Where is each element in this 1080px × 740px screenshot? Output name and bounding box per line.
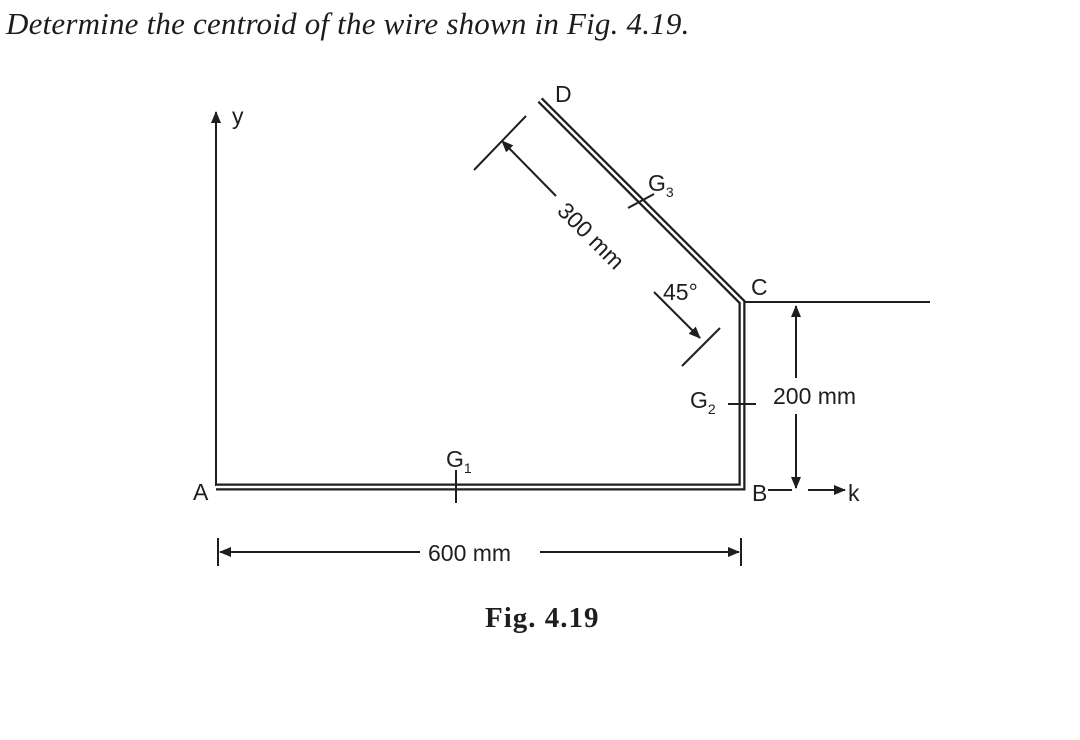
figure-caption: Fig. 4.19 (485, 602, 600, 634)
x-axis-label: k (848, 480, 860, 506)
dimension-ab-label: 600 mm (428, 540, 511, 566)
dimension-ab (217, 538, 742, 566)
problem-statement: Determine the centroid of the wire shown… (6, 6, 690, 41)
angle-label: 45° (663, 279, 698, 305)
point-b-label: B (752, 480, 767, 506)
point-d-label: D (555, 81, 572, 107)
dimension-bc-label: 200 mm (773, 383, 856, 409)
centroid-g3-label: G3 (648, 170, 674, 200)
y-axis-label: y (232, 103, 244, 129)
centroid-g2-label: G2 (690, 387, 716, 417)
dimension-cd (473, 115, 721, 367)
dimension-cd-label: 300 mm (552, 197, 629, 274)
point-c-label: C (751, 274, 768, 300)
point-a-label: A (193, 479, 209, 505)
centroid-g1-label: G1 (446, 446, 472, 476)
centroid-g3-marker (627, 193, 655, 209)
